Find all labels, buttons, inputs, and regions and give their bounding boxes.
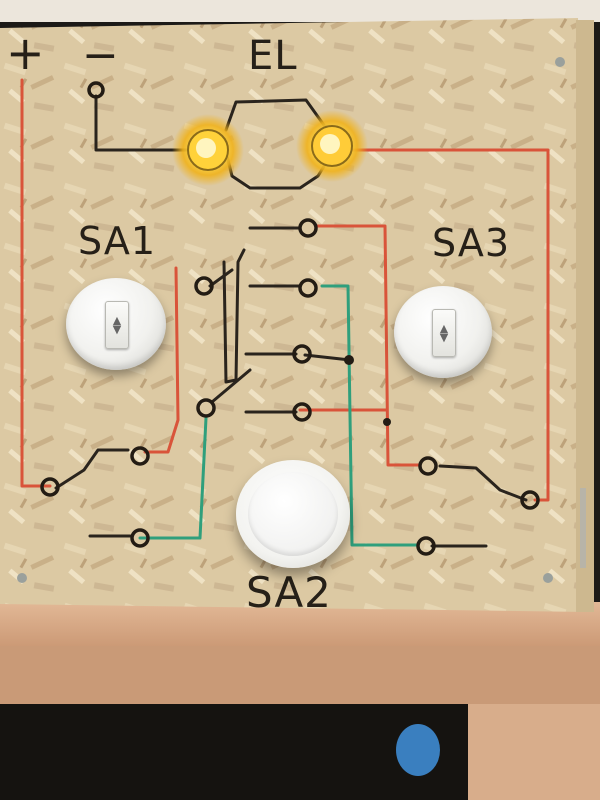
- lamp-right-core: [320, 134, 340, 154]
- switch-sa2-pushbutton[interactable]: [236, 460, 350, 568]
- terminal: [418, 456, 438, 476]
- shelf-front: [0, 646, 600, 704]
- terminals: [40, 81, 540, 556]
- terminal: [298, 278, 318, 298]
- terminal: [87, 81, 105, 99]
- screw: [555, 57, 565, 67]
- switch-sa3[interactable]: ▲▼: [394, 286, 492, 378]
- lamp-left-core: [196, 138, 216, 158]
- green-wires: [138, 284, 420, 547]
- switch-sa1-rocker[interactable]: ▲▼: [105, 301, 129, 349]
- switch-sa1[interactable]: ▲▼: [66, 278, 166, 370]
- blue-object: [396, 724, 440, 776]
- top-strip: [0, 0, 600, 22]
- screw: [543, 573, 553, 583]
- minus-terminal-label: −: [82, 30, 120, 81]
- terminal: [194, 276, 214, 296]
- hinge: [580, 488, 586, 568]
- switch-sa3-rocker[interactable]: ▲▼: [432, 309, 456, 357]
- junction-dot: [344, 355, 354, 365]
- terminal: [130, 528, 150, 548]
- osb-board: [0, 18, 588, 612]
- updown-arrows-icon: ▲▼: [112, 314, 122, 336]
- terminal: [292, 344, 312, 364]
- screw: [17, 573, 27, 583]
- black-wires: [54, 94, 528, 548]
- terminal: [298, 218, 318, 238]
- plus-terminal-label: +: [6, 26, 46, 80]
- switch-2-label: SA2: [246, 568, 332, 617]
- terminal: [40, 477, 60, 497]
- cabinet-side: [468, 704, 600, 800]
- terminal: [130, 446, 150, 466]
- terminal: [196, 398, 216, 418]
- terminal: [520, 490, 540, 510]
- board-edge: [576, 20, 594, 612]
- switch-3-label: SA3: [432, 221, 510, 265]
- terminal: [292, 402, 312, 422]
- lamp-label: EL: [248, 33, 298, 79]
- switch-1-label: SA1: [78, 219, 156, 263]
- pushbutton-cap[interactable]: [248, 472, 338, 556]
- terminal: [416, 536, 436, 556]
- junction-dot: [383, 418, 391, 426]
- updown-arrows-icon: ▲▼: [439, 322, 449, 344]
